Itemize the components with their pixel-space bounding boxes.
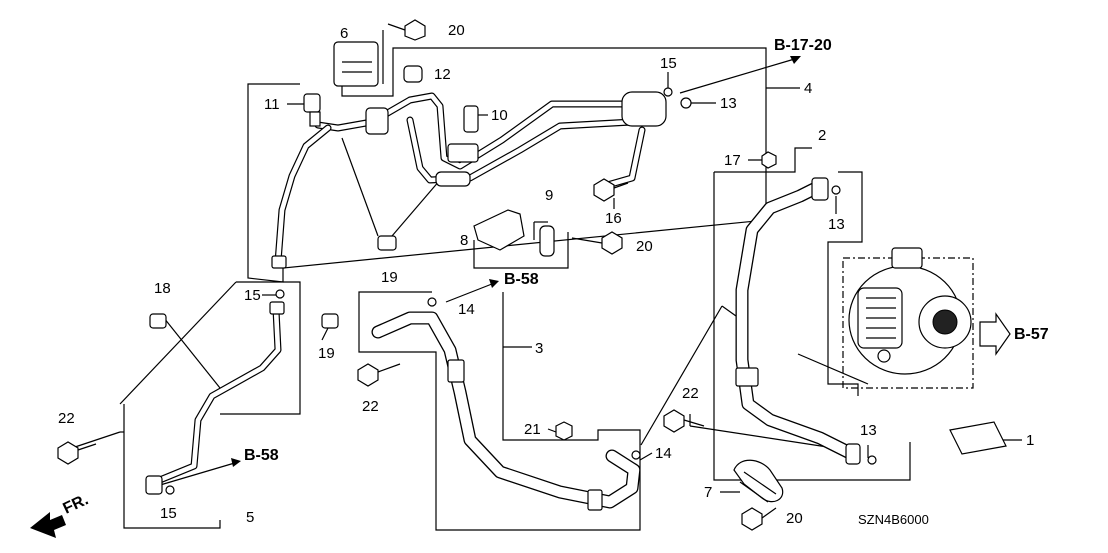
callout-20-mid: 20 xyxy=(636,238,653,255)
front-label: FR. xyxy=(61,491,92,517)
o-ring-14-b xyxy=(631,450,641,460)
leader-lines xyxy=(59,30,1022,493)
ref-b-57: B-57 xyxy=(1014,326,1049,343)
o-ring-15-bottom xyxy=(165,485,175,495)
bolt-22-mid xyxy=(357,363,401,387)
callout-19-left: 19 xyxy=(318,345,335,362)
callout-11: 11 xyxy=(264,96,280,113)
fittings-top xyxy=(303,19,692,133)
callout-15-bottom: 15 xyxy=(160,505,177,522)
callout-10: 10 xyxy=(491,107,508,124)
callout-18: 18 xyxy=(154,280,171,297)
callout-4: 4 xyxy=(804,80,812,97)
bracket-8 xyxy=(473,209,623,257)
nut-21 xyxy=(555,421,573,441)
callout-12: 12 xyxy=(434,66,451,83)
callout-6: 6 xyxy=(340,25,348,42)
arrow-b57 xyxy=(979,312,1011,356)
boundary-5b xyxy=(220,281,301,415)
callout-13-mid: 13 xyxy=(828,216,845,233)
nut-17 xyxy=(761,151,777,169)
boundary-5 xyxy=(123,404,221,529)
clips xyxy=(149,235,397,329)
o-ring-15-left xyxy=(275,289,285,299)
callout-15-left: 15 xyxy=(244,287,261,304)
bolt-16 xyxy=(593,178,629,202)
discharge-hose-3 xyxy=(371,297,641,511)
callout-14-top: 14 xyxy=(458,301,475,318)
callout-5: 5 xyxy=(246,509,254,526)
callout-7: 7 xyxy=(704,484,712,501)
o-ring-13-top xyxy=(680,97,692,109)
bolt-22-right xyxy=(663,409,705,433)
label-plate-1 xyxy=(949,421,1007,455)
callout-8: 8 xyxy=(460,232,468,249)
boundary-8-9 xyxy=(473,232,569,269)
clamp-7 xyxy=(733,459,784,531)
callout-22-mid: 22 xyxy=(362,398,379,415)
bolt-22-left xyxy=(57,441,97,465)
callout-1: 1 xyxy=(1026,432,1034,449)
diagram-code: SZN4B6000 xyxy=(858,512,929,527)
o-ring-15-top xyxy=(663,87,673,97)
clamp-6 xyxy=(333,41,379,87)
boundary-2c xyxy=(827,171,863,396)
compressor-57 xyxy=(848,247,972,375)
boundary-3 xyxy=(358,291,641,531)
cap-12 xyxy=(403,65,423,83)
callout-3: 3 xyxy=(535,340,543,357)
bolt-20-bottom xyxy=(741,507,777,531)
ref-b-58-top: B-58 xyxy=(504,271,539,288)
callout-19-top: 19 xyxy=(381,269,398,286)
callout-20-bottom: 20 xyxy=(786,510,803,527)
callout-13-top: 13 xyxy=(720,95,737,112)
discharge-pipe-5 xyxy=(145,289,285,495)
references: B-17-20 B-58 B-58 B-57 FR. xyxy=(61,37,1049,518)
o-ring-14-a xyxy=(427,297,437,307)
front-arrow xyxy=(30,512,66,538)
callout-22-right: 22 xyxy=(682,385,699,402)
sensor-10 xyxy=(463,105,479,133)
callout-16: 16 xyxy=(605,210,622,227)
boundary-4 xyxy=(247,47,767,283)
switch-11 xyxy=(303,93,321,113)
o-ring-13-r1 xyxy=(831,185,841,195)
callout-14-bottom: 14 xyxy=(655,445,672,462)
ref-b-17-20: B-17-20 xyxy=(774,37,832,54)
suction-pipe-4 xyxy=(271,91,667,269)
callout-21: 21 xyxy=(524,421,541,438)
o-ring-13-r2 xyxy=(867,455,877,465)
callout-17: 17 xyxy=(724,152,741,169)
bolt-20-mid xyxy=(571,231,623,255)
callout-13-bottom: 13 xyxy=(860,422,877,439)
ref-b-58-bottom: B-58 xyxy=(244,447,279,464)
boundary-2 xyxy=(713,172,911,481)
callouts: 1 2 3 4 5 6 7 8 9 10 11 12 13 13 13 14 1… xyxy=(58,22,1034,527)
valve-core xyxy=(309,111,321,127)
callout-15-top: 15 xyxy=(660,55,677,72)
callout-22-left: 22 xyxy=(58,410,75,427)
callout-9: 9 xyxy=(545,187,553,204)
callout-2: 2 xyxy=(818,127,826,144)
callout-20-top: 20 xyxy=(448,22,465,39)
boundary-2b xyxy=(714,147,812,173)
bolt-20-top xyxy=(387,19,426,41)
suction-hose-2 xyxy=(735,151,877,465)
